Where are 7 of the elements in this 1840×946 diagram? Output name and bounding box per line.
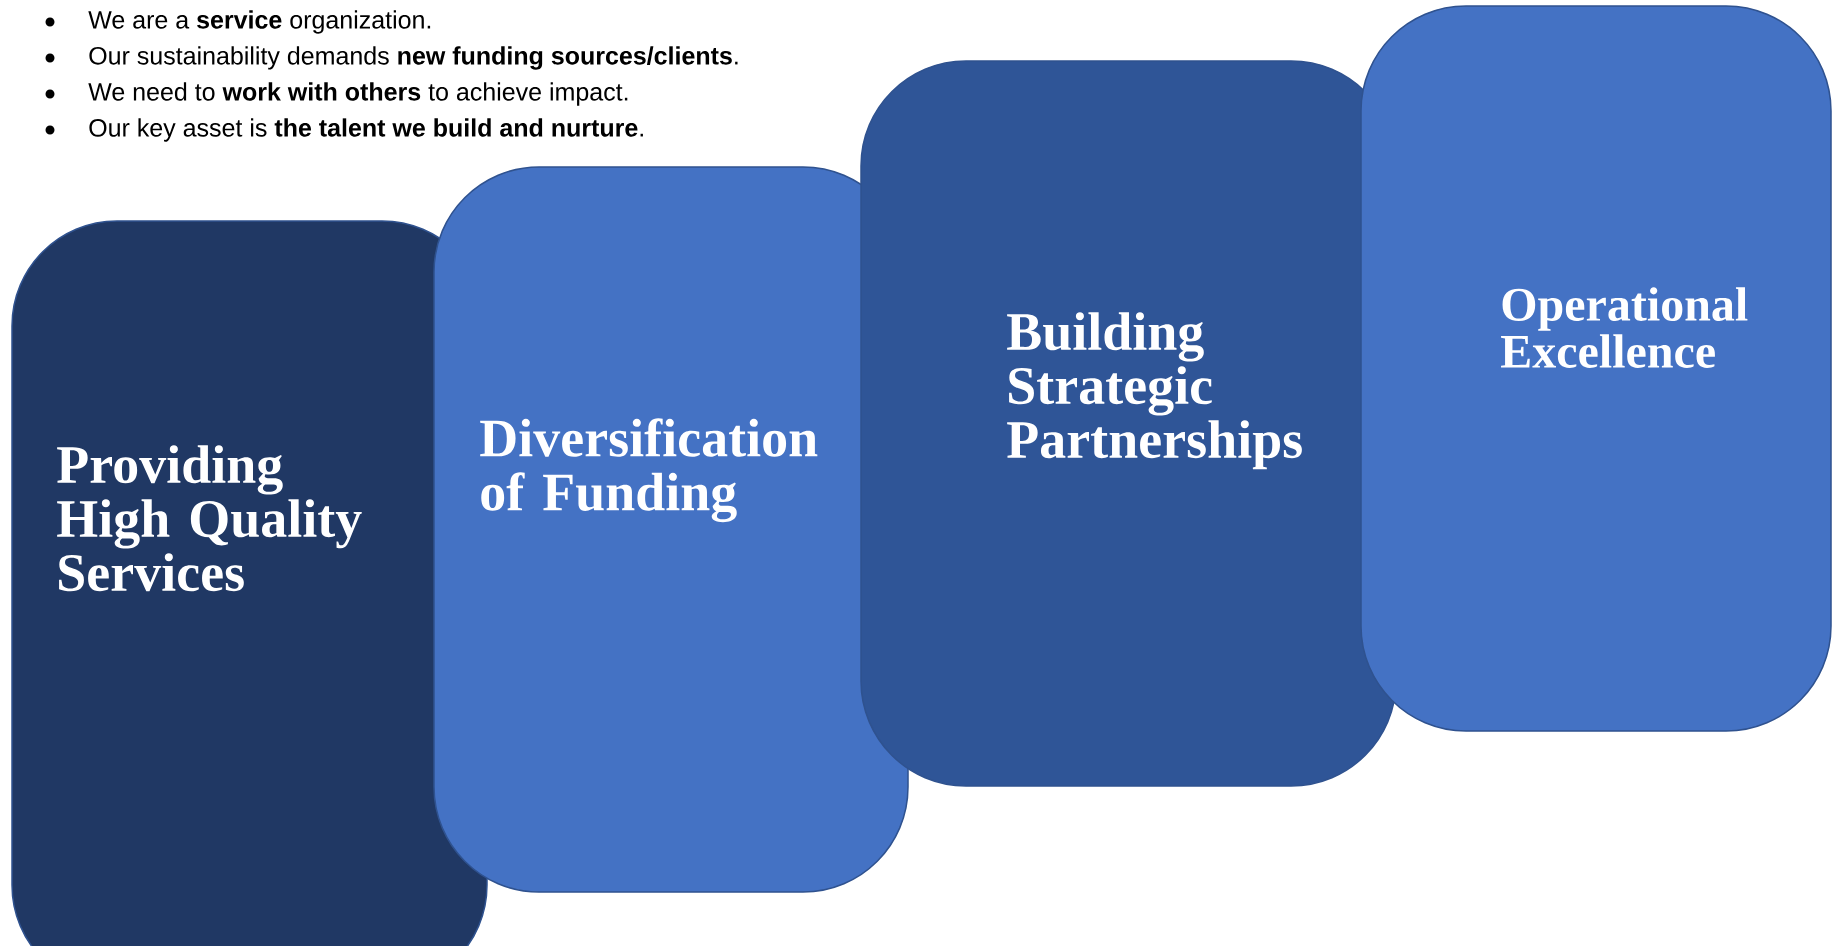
bullet-item: We need to work with others to achieve impact. <box>45 82 628 106</box>
bullet-item: Our key asset is the talent we build and nurture. <box>45 118 643 142</box>
bullet-item: Our sustainability demands new funding sources/clients. <box>45 46 738 70</box>
rounded-box: Diversification of Funding <box>433 166 909 893</box>
rounded-box: Building Strategic Partnerships <box>860 60 1397 787</box>
rounded-box: Operational Excellence <box>1360 5 1832 732</box>
bullet-item: We are a service organization. <box>45 10 431 34</box>
